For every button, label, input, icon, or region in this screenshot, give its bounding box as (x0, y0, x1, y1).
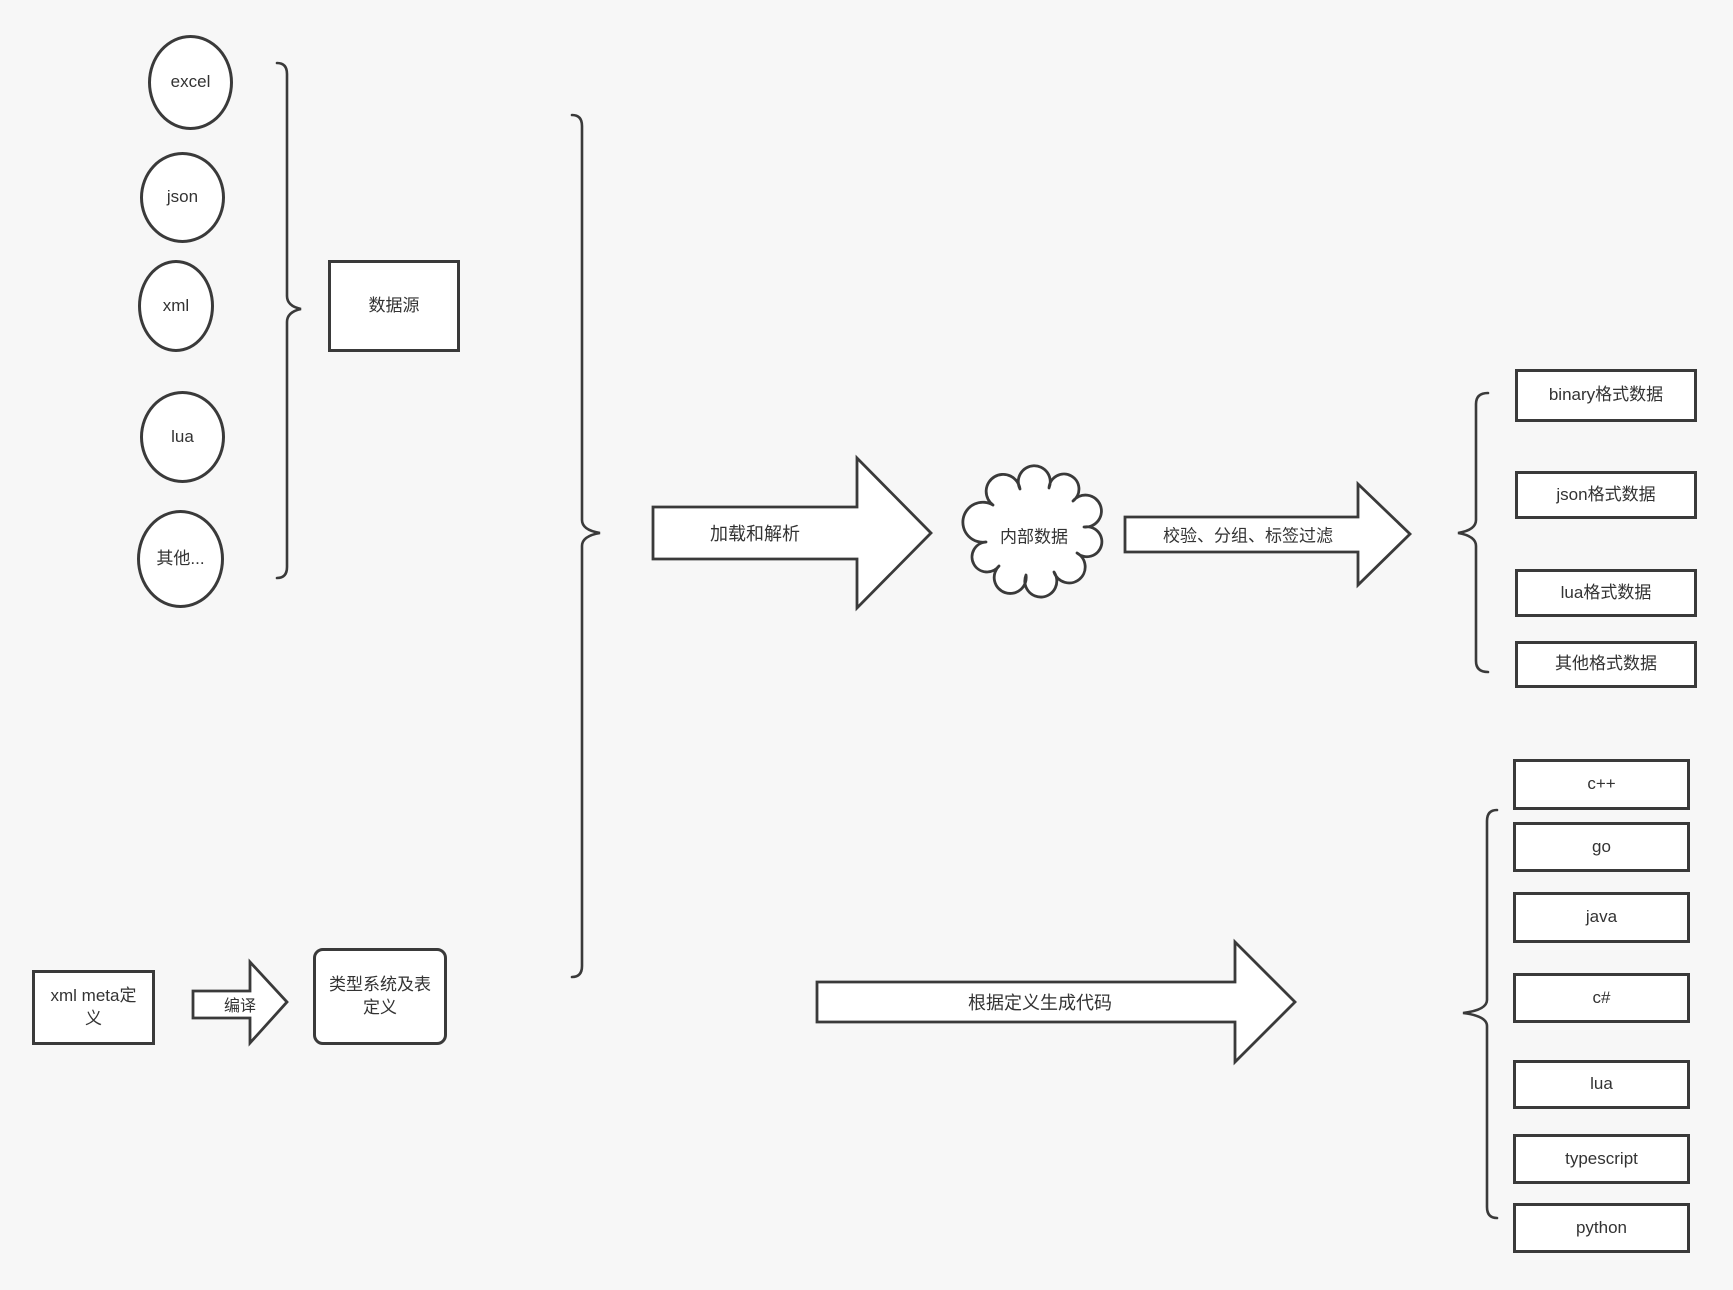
source-node-label: excel (170, 72, 211, 92)
output-box-label: lua格式数据 (1560, 582, 1652, 602)
language-box-lua: lua (1513, 1060, 1690, 1109)
load-arrow-shape (651, 454, 933, 612)
outputs-brace (1457, 391, 1490, 674)
source-node-xml: xml (138, 260, 214, 352)
languages-brace (1462, 808, 1499, 1220)
source-node-label: xml (162, 295, 190, 315)
load-arrow-label: 加载和解析 (710, 524, 800, 544)
output-box-json: json格式数据 (1515, 471, 1697, 519)
source-node-other: 其他... (137, 510, 224, 608)
compile-arrow-label: 编译 (223, 998, 257, 1015)
sources-brace (275, 61, 302, 580)
main-brace (570, 113, 601, 979)
source-node-label: lua (171, 426, 194, 446)
language-box-label: c++ (1587, 774, 1616, 794)
data-source-box: 数据源 (328, 260, 460, 352)
language-box-cpp: c++ (1513, 759, 1690, 810)
xml-meta-box-label: xml meta定义 (50, 985, 137, 1028)
typesystem-box: 类型系统及表定义 (313, 948, 447, 1045)
output-box-lua: lua格式数据 (1515, 569, 1697, 617)
language-box-typescript: typescript (1513, 1134, 1690, 1184)
data-source-box-label: 数据源 (368, 295, 420, 315)
language-box-label: lua (1590, 1074, 1613, 1094)
source-node-json: json (140, 152, 225, 243)
xml-meta-box: xml meta定义 (32, 970, 155, 1045)
output-box-label: 其他格式数据 (1555, 654, 1657, 674)
output-box-other: 其他格式数据 (1515, 641, 1697, 688)
output-box-binary: binary格式数据 (1515, 369, 1697, 422)
output-box-label: binary格式数据 (1548, 385, 1664, 405)
source-node-label: json (166, 187, 199, 207)
language-box-python: python (1513, 1203, 1690, 1253)
language-box-label: python (1575, 1217, 1628, 1237)
language-box-label: c# (1592, 987, 1611, 1007)
internal-data-cloud (961, 464, 1104, 599)
generate-arrow-label: 根据定义生成代码 (968, 993, 1112, 1013)
language-box-csharp: c# (1513, 973, 1690, 1023)
output-box-label: json格式数据 (1556, 484, 1656, 504)
internal-data-cloud-label: 内部数据 (1000, 527, 1068, 547)
language-box-go: go (1513, 822, 1690, 872)
source-node-label: 其他... (156, 548, 205, 568)
filter-arrow-shape (1123, 480, 1413, 589)
filter-arrow-label: 校验、分组、标签过滤 (1163, 526, 1333, 546)
compile-arrow-shape (191, 958, 289, 1047)
language-box-label: java (1585, 907, 1618, 927)
language-box-label: go (1592, 836, 1611, 856)
language-box-java: java (1513, 892, 1690, 943)
typesystem-box-label: 类型系统及表定义 (329, 974, 431, 1017)
source-node-lua: lua (140, 391, 225, 483)
source-node-excel: excel (148, 35, 233, 130)
generate-arrow-shape (815, 938, 1297, 1066)
language-box-label: typescript (1565, 1148, 1638, 1168)
